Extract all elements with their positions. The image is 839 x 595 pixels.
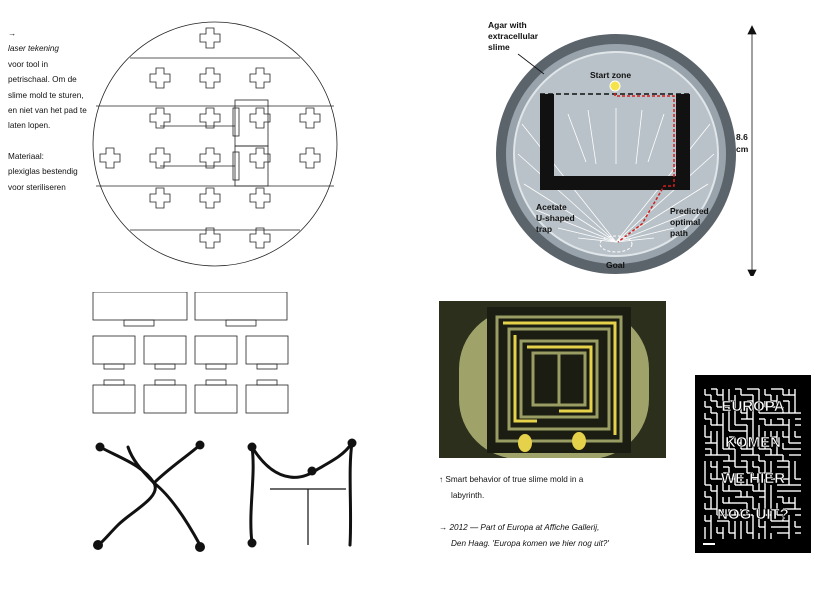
event-caption: → 2012 — Part of Europa at Affiche Galle… xyxy=(439,520,689,552)
path-label-2: optimal xyxy=(670,217,700,227)
path-label-1: Predicted xyxy=(670,206,709,216)
cross-cutout xyxy=(149,187,171,209)
cross-cutout xyxy=(249,227,271,249)
trap-label-3: trap xyxy=(536,224,552,234)
laser-drawing-petri xyxy=(92,21,338,267)
scale-value: 8.6 xyxy=(736,132,748,142)
event-caption-line1: 2012 — Part of Europa at Affiche Galleri… xyxy=(449,523,600,532)
right-arrow-icon: → xyxy=(439,523,448,532)
trap-label-1: Acetate xyxy=(536,202,567,212)
slime-trap-figure: Agar with extracellular slime Start zone… xyxy=(488,20,757,276)
cross-cutout xyxy=(149,147,171,169)
trap-label-2: U-shaped xyxy=(536,213,575,223)
goal-label: Goal xyxy=(606,260,625,270)
cross-cutout xyxy=(249,147,271,169)
laser-parts xyxy=(92,292,289,414)
arrow-field xyxy=(517,108,715,243)
cross-cutout xyxy=(199,187,221,209)
event-caption-line2: Den Haag. 'Europa komen we hier nog uit?… xyxy=(451,539,609,548)
cross-cutout xyxy=(299,147,321,169)
poster-line-1: EUROPA xyxy=(721,398,784,415)
maze-caption-line2: labyrinth. xyxy=(451,491,485,500)
note-body: voor tool in petrischaal. Om de slime mo… xyxy=(8,59,87,131)
cross-cutout xyxy=(249,107,271,129)
scale-unit: cm xyxy=(736,144,749,154)
cross-cutout xyxy=(199,27,221,49)
cross-cutout xyxy=(249,67,271,89)
maze-caption: ↑ Smart behavior of true slime mold in a… xyxy=(439,472,679,504)
start-zone-label: Start zone xyxy=(590,70,631,80)
maze-caption-line1: Smart behavior of true slime mold in a xyxy=(445,475,584,484)
agar-label-1: Agar with xyxy=(488,20,527,30)
poster-line-3: WE HIER xyxy=(721,470,785,487)
arrow-icon: → xyxy=(8,29,17,38)
europa-poster: EUROPA KOMEN WE HIER NOG UIT? xyxy=(695,375,811,553)
side-note: → laser tekening voor tool in petrischaa… xyxy=(8,26,88,195)
maze-photo xyxy=(439,301,666,458)
cross-cutout xyxy=(149,107,171,129)
path-label-3: path xyxy=(670,228,688,238)
cross-cutout xyxy=(199,147,221,169)
agar-label-2: extracellular xyxy=(488,31,539,41)
poster-line-4: NOG UIT? xyxy=(717,506,789,523)
agar-label-3: slime xyxy=(488,42,510,52)
slime-sketch-right xyxy=(247,438,357,548)
note-title: laser tekening xyxy=(8,44,59,54)
cross-cutout xyxy=(99,147,121,169)
material-text: plexiglas bestendig voor steriliseren xyxy=(8,167,78,192)
cross-cutout xyxy=(299,107,321,129)
cross-cutout xyxy=(199,227,221,249)
poster-line-2: KOMEN xyxy=(725,434,781,451)
cross-cutout xyxy=(199,107,221,129)
cross-cutout xyxy=(199,67,221,89)
slime-sketch-left xyxy=(93,440,205,552)
cross-cutout xyxy=(249,187,271,209)
up-arrow-icon: ↑ xyxy=(439,475,444,484)
cross-cutout xyxy=(149,67,171,89)
material-label: Materiaal: xyxy=(8,151,44,161)
